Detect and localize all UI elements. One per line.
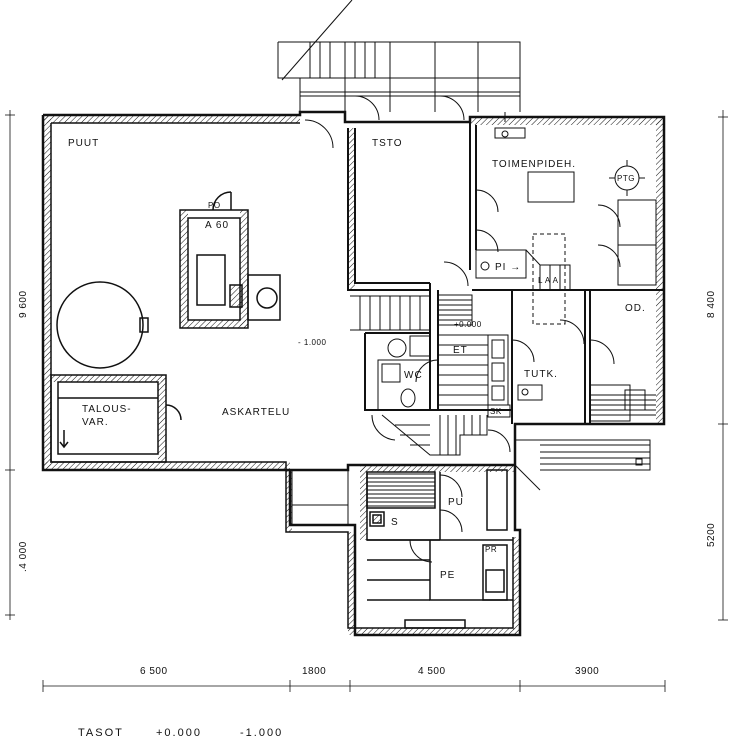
level-legend: TASOT +0.000 -1.000 [78, 727, 283, 739]
storage-lower [291, 469, 349, 526]
label-askartelu: ASKARTELU [222, 407, 290, 418]
wc-fixtures [377, 335, 431, 411]
interior-walls [347, 122, 664, 424]
label-pi: PI → [495, 262, 521, 273]
stairs-upper [350, 295, 431, 331]
storage-talousvar [50, 374, 182, 463]
label-puut: PUUT [68, 138, 99, 149]
dim-right-lower: 5200 [706, 523, 717, 547]
toimenpideh-fixtures [475, 127, 657, 325]
dim-right-upper: 8 400 [706, 290, 717, 318]
legend-label: TASOT [78, 727, 124, 739]
stairs-hall [437, 294, 511, 418]
label-a60: A 60 [205, 220, 229, 231]
outer-walls [41, 110, 666, 637]
boiler-room-po [179, 191, 281, 329]
stairs-lower [381, 414, 488, 456]
dim-left-lower: .4 000 [18, 541, 29, 572]
label-laa: L A A [538, 276, 559, 285]
round-table [56, 281, 149, 369]
tutk-fixtures [517, 384, 656, 422]
label-pu: PU [448, 497, 464, 508]
label-level-minus: - 1.000 [298, 338, 326, 347]
dim-bottom-2: 1800 [302, 666, 326, 677]
label-talousvar-1: TALOUS- [82, 404, 132, 415]
dim-bottom-1: 6 500 [140, 666, 168, 677]
room-labels: PUUT TSTO TOIMENPIDEH. PO A 60 PTG PI → … [68, 138, 646, 581]
dim-left-upper: 9 600 [18, 290, 29, 318]
entrance-steps [514, 439, 651, 491]
label-ptg: PTG [617, 174, 635, 183]
label-toimenpideh: TOIMENPIDEH. [492, 159, 576, 170]
label-wc: WC [404, 370, 423, 381]
label-od: OD. [625, 303, 646, 314]
legend-value-1: +0.000 [156, 727, 202, 739]
dimension-lines [5, 110, 728, 692]
label-s: S [391, 517, 399, 528]
dimension-labels: 9 600 .4 000 8 400 5200 6 500 1800 4 500… [18, 290, 717, 677]
terrace-structure [277, 0, 521, 122]
label-tutk: TUTK. [524, 369, 558, 380]
legend-value-2: -1.000 [240, 727, 283, 739]
label-et: ET [453, 345, 468, 356]
sauna-block [366, 469, 513, 629]
label-po: PO [208, 201, 221, 210]
label-level-0: +0.000 [454, 320, 482, 329]
label-pe: PE [440, 570, 455, 581]
dim-bottom-4: 3900 [575, 666, 599, 677]
label-tsto: TSTO [372, 138, 402, 149]
label-sk: SK [490, 407, 502, 416]
door-swings [304, 95, 621, 563]
dim-bottom-3: 4 500 [418, 666, 446, 677]
label-talousvar-2: VAR. [82, 417, 109, 428]
label-pr: PR [485, 545, 497, 554]
